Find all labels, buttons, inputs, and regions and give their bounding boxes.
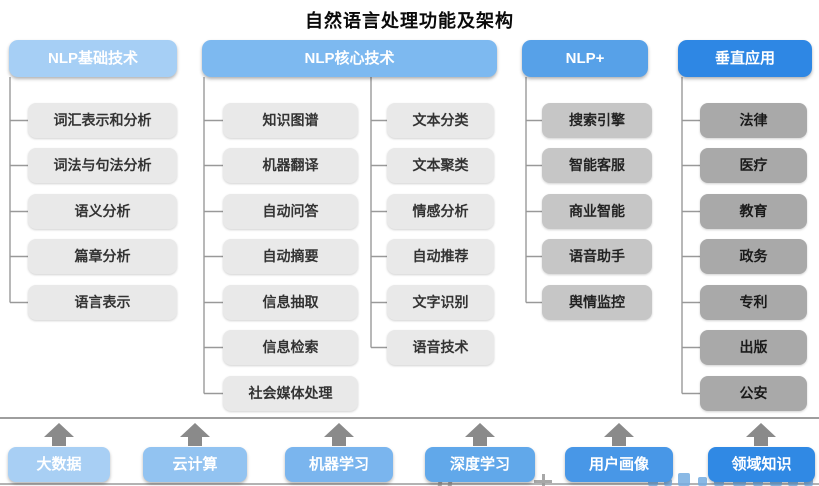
node-education: 教育 — [700, 194, 807, 229]
bottom-line — [0, 483, 819, 485]
node-auto-recommendation: 自动推荐 — [387, 239, 494, 274]
node-government: 政务 — [700, 239, 807, 274]
up-arrow — [180, 423, 210, 446]
node-cloud-computing: 云计算 — [143, 447, 247, 482]
node-knowledge-graph: 知识图谱 — [223, 103, 358, 138]
node-auto-summarization: 自动摘要 — [223, 239, 358, 274]
node-voice-assistant: 语音助手 — [542, 239, 652, 274]
diagram-title: 自然语言处理功能及架构 — [305, 11, 514, 31]
node-auto-question-answering: 自动问答 — [223, 194, 358, 229]
node-text-classification: 文本分类 — [387, 103, 494, 138]
up-arrow — [746, 423, 776, 446]
node-law: 法律 — [700, 103, 807, 138]
up-arrow — [324, 423, 354, 446]
header-nlp-plus: NLP+ — [522, 40, 648, 77]
node-business-intelligence: 商业智能 — [542, 194, 652, 229]
up-arrow — [44, 423, 74, 446]
node-discourse-analysis: 篇章分析 — [28, 239, 177, 274]
node-public-opinion-monitoring: 舆情监控 — [542, 285, 652, 320]
header-nlp-basic: NLP基础技术 — [9, 40, 177, 77]
node-text-recognition: 文字识别 — [387, 285, 494, 320]
up-arrow — [465, 423, 495, 446]
node-lexical-syntactic-analysis: 词法与句法分析 — [28, 148, 177, 183]
separator-line — [0, 417, 819, 419]
node-big-data: 大数据 — [8, 447, 110, 482]
node-user-profile: 用户画像 — [565, 447, 673, 482]
node-public-security: 公安 — [700, 376, 807, 411]
node-speech-technology: 语音技术 — [387, 330, 494, 365]
header-nlp-core: NLP核心技术 — [202, 40, 497, 77]
node-machine-learning: 机器学习 — [285, 447, 393, 482]
node-lexical-representation-analysis: 词汇表示和分析 — [28, 103, 177, 138]
node-publishing: 出版 — [700, 330, 807, 365]
node-text-clustering: 文本聚类 — [387, 148, 494, 183]
node-patent: 专利 — [700, 285, 807, 320]
node-semantic-analysis: 语义分析 — [28, 194, 177, 229]
node-medical: 医疗 — [700, 148, 807, 183]
node-information-extraction: 信息抽取 — [223, 285, 358, 320]
node-machine-translation: 机器翻译 — [223, 148, 358, 183]
node-domain-knowledge: 领域知识 — [708, 447, 815, 482]
node-deep-learning: 深度学习 — [425, 447, 535, 482]
node-search-engine: 搜索引擎 — [542, 103, 652, 138]
up-arrow — [604, 423, 634, 446]
node-smart-customer-service: 智能客服 — [542, 148, 652, 183]
node-social-media-processing: 社会媒体处理 — [223, 376, 358, 411]
up-arrow-group — [44, 423, 776, 446]
node-sentiment-analysis: 情感分析 — [387, 194, 494, 229]
node-information-retrieval: 信息检索 — [223, 330, 358, 365]
header-vertical-apps: 垂直应用 — [678, 40, 812, 77]
node-language-representation: 语言表示 — [28, 285, 177, 320]
